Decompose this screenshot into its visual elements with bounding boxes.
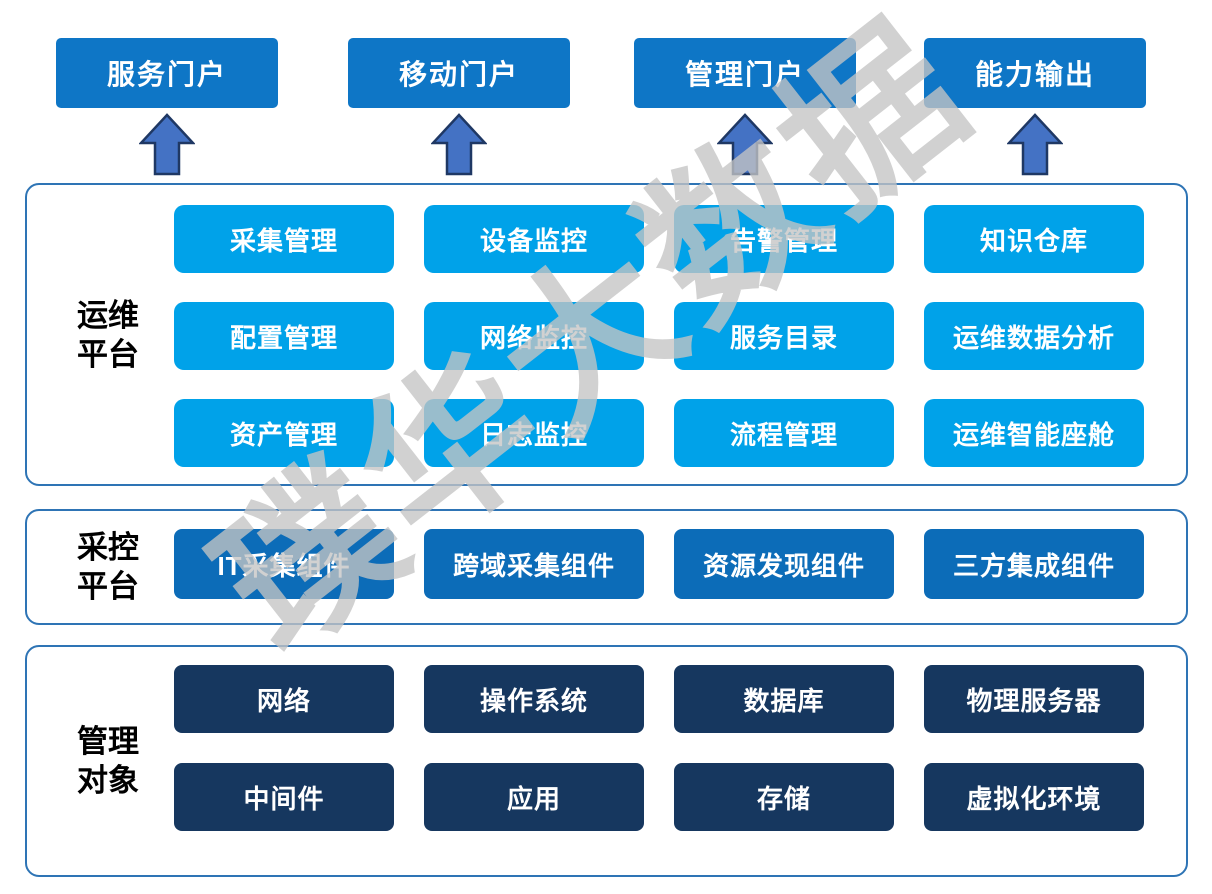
up-arrow-icon bbox=[1007, 113, 1063, 176]
section-label-ops-platform: 运维 平台 bbox=[49, 296, 167, 374]
object-box: 物理服务器 bbox=[924, 665, 1144, 733]
module-box: 设备监控 bbox=[424, 205, 644, 273]
section-collection-platform: 采控 平台 IT采集组件 跨域采集组件 资源发现组件 三方集成组件 bbox=[25, 509, 1188, 625]
section-label-line: 运维 bbox=[77, 297, 139, 333]
module-box: 日志监控 bbox=[424, 399, 644, 467]
module-box: 网络监控 bbox=[424, 302, 644, 370]
up-arrow-icon bbox=[717, 113, 773, 176]
section-label-collection-platform: 采控 平台 bbox=[49, 528, 167, 606]
portal-box-service: 服务门户 bbox=[56, 38, 278, 108]
section-label-line: 管理 bbox=[77, 724, 139, 759]
section-ops-platform: 运维 平台 采集管理 设备监控 告警管理 知识仓库 配置管理 网络监控 服务目录… bbox=[25, 183, 1188, 486]
object-box: 虚拟化环境 bbox=[924, 763, 1144, 831]
section-label-line: 对象 bbox=[77, 763, 139, 798]
up-arrow-icon bbox=[139, 113, 195, 176]
object-box: 网络 bbox=[174, 665, 394, 733]
object-box: 操作系统 bbox=[424, 665, 644, 733]
component-box: IT采集组件 bbox=[174, 529, 394, 599]
module-box: 知识仓库 bbox=[924, 205, 1144, 273]
module-box: 配置管理 bbox=[174, 302, 394, 370]
portal-box-capability: 能力输出 bbox=[924, 38, 1146, 108]
object-box: 中间件 bbox=[174, 763, 394, 831]
section-label-line: 采控 bbox=[77, 530, 139, 565]
section-label-managed-objects: 管理 对象 bbox=[49, 722, 167, 800]
module-box: 运维智能座舱 bbox=[924, 399, 1144, 467]
module-box: 运维数据分析 bbox=[924, 302, 1144, 370]
object-box: 数据库 bbox=[674, 665, 894, 733]
object-box: 应用 bbox=[424, 763, 644, 831]
module-box: 服务目录 bbox=[674, 302, 894, 370]
section-managed-objects: 管理 对象 网络 操作系统 数据库 物理服务器 中间件 应用 存储 虚拟化环境 bbox=[25, 645, 1188, 877]
module-box: 资产管理 bbox=[174, 399, 394, 467]
component-box: 资源发现组件 bbox=[674, 529, 894, 599]
component-box: 三方集成组件 bbox=[924, 529, 1144, 599]
module-box: 采集管理 bbox=[174, 205, 394, 273]
section-label-line: 平台 bbox=[77, 569, 139, 604]
up-arrow-icon bbox=[431, 113, 487, 176]
section-label-line: 平台 bbox=[77, 336, 139, 372]
portal-box-mobile: 移动门户 bbox=[348, 38, 570, 108]
module-box: 告警管理 bbox=[674, 205, 894, 273]
portal-box-management: 管理门户 bbox=[634, 38, 856, 108]
component-box: 跨域采集组件 bbox=[424, 529, 644, 599]
object-box: 存储 bbox=[674, 763, 894, 831]
module-box: 流程管理 bbox=[674, 399, 894, 467]
